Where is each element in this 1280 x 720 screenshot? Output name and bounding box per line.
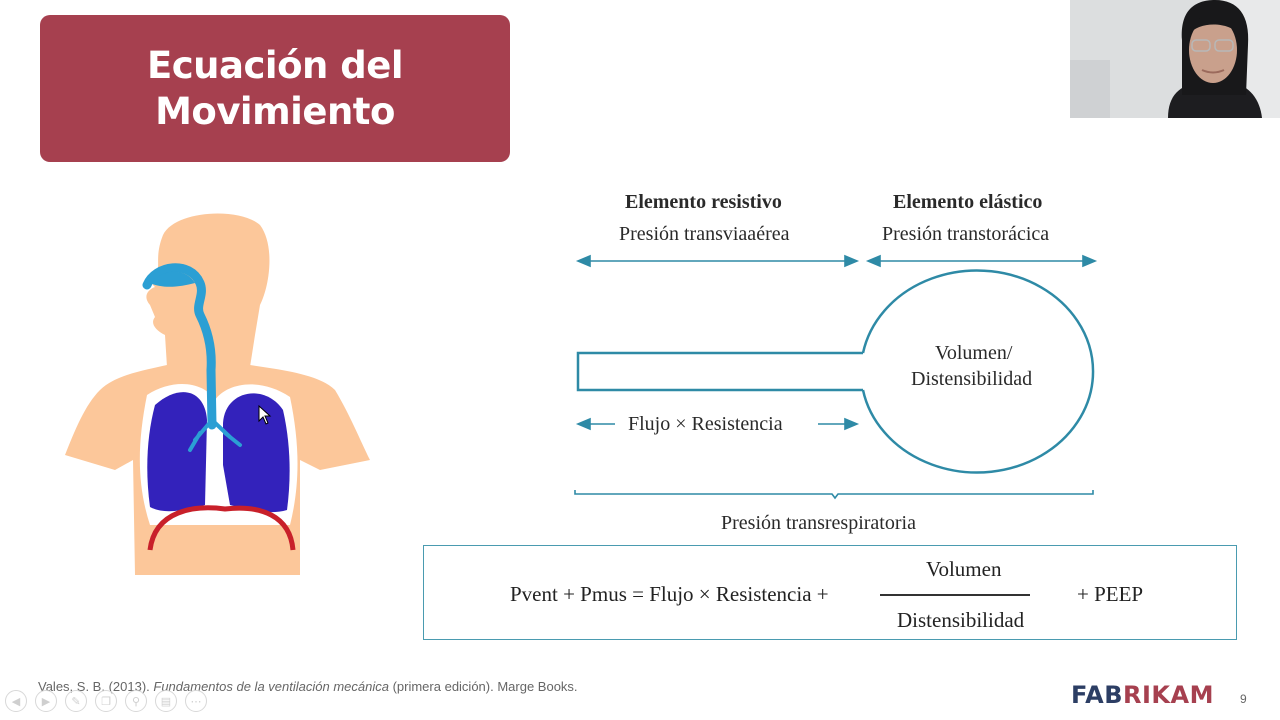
bronchi <box>188 418 242 452</box>
elastic-element-title: Elemento elástico <box>893 191 1043 213</box>
respiratory-system-illustration <box>65 213 370 575</box>
transrespiratory-pressure-label: Presión transrespiratoria <box>721 512 916 534</box>
fabrikam-logo: FABRIKAM <box>1071 681 1214 709</box>
elastic-element-subtitle: Presión transtorácica <box>882 223 1050 245</box>
slide-title-line2: Movimiento <box>155 89 395 133</box>
equation-left: Pvent + Pmus = Flujo × Resistencia + <box>510 582 829 606</box>
citation-book-title: Fundamentos de la ventilación mecánica <box>153 679 389 694</box>
arrowhead <box>844 417 860 431</box>
nasal-cavity <box>150 271 195 287</box>
arrowhead <box>575 417 591 431</box>
prev-icon[interactable]: ◀ <box>5 690 27 712</box>
more-icon[interactable]: ⋯ <box>185 690 207 712</box>
arrowhead <box>1082 254 1098 268</box>
citation: Vales, S. B. (2013). Fundamentos de la v… <box>38 679 578 694</box>
pen-icon[interactable]: ✎ <box>65 690 87 712</box>
logo-part2: RIKAM <box>1123 681 1214 709</box>
copy-icon[interactable]: ❐ <box>95 690 117 712</box>
total-pressure-brace <box>574 490 1094 500</box>
arrowhead <box>844 254 860 268</box>
subtitles-icon[interactable]: ▤ <box>155 690 177 712</box>
slideshow-toolbar: ◀ ▶ ✎ ❐ ⚲ ▤ ⋯ <box>5 690 207 712</box>
fraction-bar <box>880 594 1030 596</box>
left-lung <box>147 392 207 512</box>
diaphragm <box>147 505 296 551</box>
resistive-element-title: Elemento resistivo <box>625 191 782 213</box>
zoom-icon[interactable]: ⚲ <box>125 690 147 712</box>
next-icon[interactable]: ▶ <box>35 690 57 712</box>
logo-part1: FAB <box>1071 681 1124 709</box>
balloon-label-line2: Distensibilidad <box>911 368 1033 390</box>
resistive-element-subtitle: Presión transviaaérea <box>619 223 790 245</box>
balloon-label-line1: Volumen/ <box>935 342 1013 364</box>
citation-rest: (primera edición). Marge Books. <box>388 679 578 694</box>
presenter-webcam <box>1070 0 1280 118</box>
right-lung <box>223 393 290 513</box>
presenter-video-frame <box>1070 0 1280 118</box>
equation-box <box>423 545 1237 640</box>
equation-numerator: Volumen <box>926 557 1002 581</box>
equation-denominator: Distensibilidad <box>897 608 1025 632</box>
slide-title-line1: Ecuación del <box>146 43 404 87</box>
airway <box>142 263 217 430</box>
pressure-diagram <box>574 254 1098 500</box>
mouse-cursor-icon <box>258 405 272 425</box>
arrowhead <box>575 254 591 268</box>
slide-title-box: Ecuación del Movimiento <box>40 15 510 162</box>
airway-tube <box>576 351 863 392</box>
alveolar-balloon <box>861 269 1095 474</box>
arrowhead <box>865 254 881 268</box>
citation-author: Vales, S. B. (2013). <box>38 679 154 694</box>
equation-right: + PEEP <box>1077 582 1144 606</box>
page-number: 9 <box>1240 692 1247 706</box>
flow-resistance-label: Flujo × Resistencia <box>628 413 783 435</box>
head-shape <box>146 213 270 367</box>
